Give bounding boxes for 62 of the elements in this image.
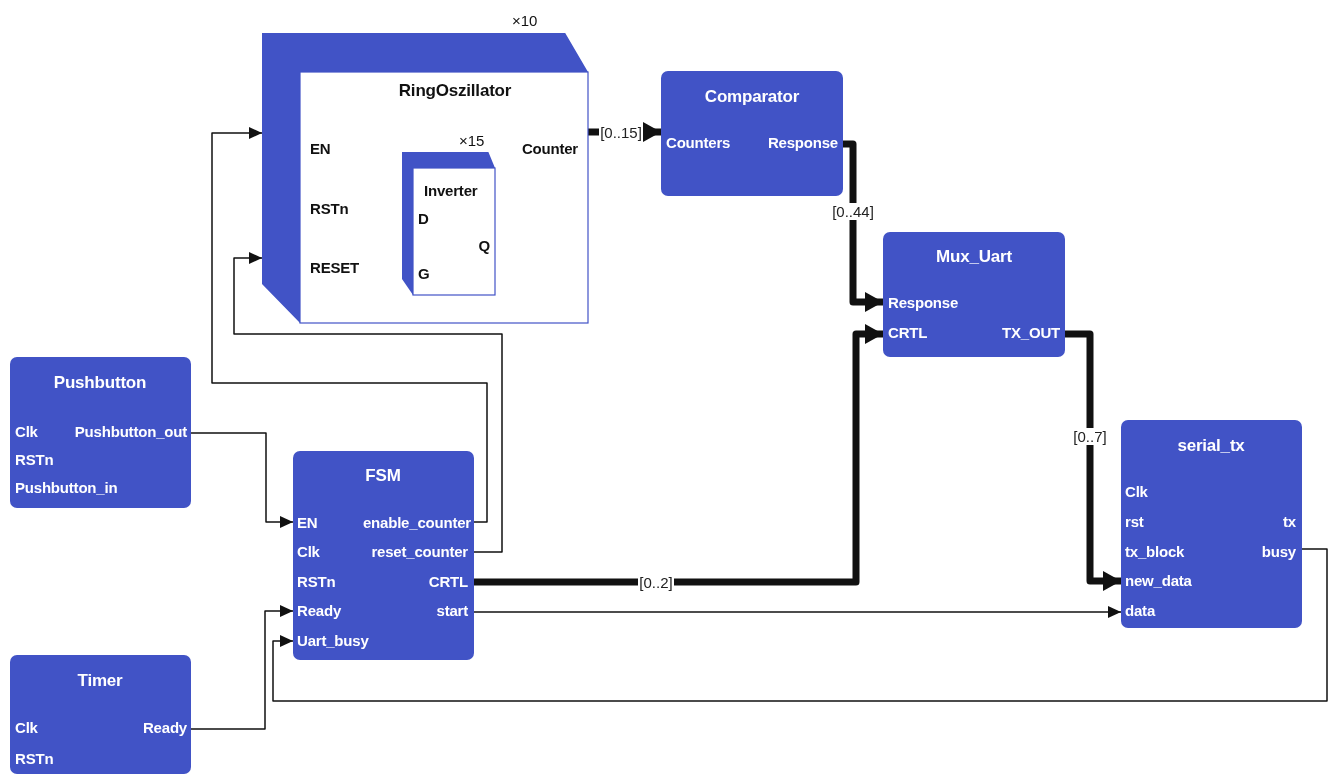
arrow bbox=[190, 432, 294, 528]
port-label: data bbox=[1125, 602, 1156, 620]
port-label: Uart_busy bbox=[297, 632, 369, 650]
port-label: Inverter bbox=[424, 182, 478, 200]
port-label: reset_counter bbox=[371, 543, 468, 561]
port-label: Counters bbox=[666, 134, 731, 152]
module-name: serial_tx bbox=[1177, 437, 1245, 455]
bus-arrow bbox=[1065, 330, 1121, 591]
port-label: G bbox=[418, 265, 430, 283]
port-label: RESET bbox=[310, 259, 359, 277]
bus-arrow bbox=[843, 140, 883, 312]
module-box bbox=[1121, 420, 1302, 628]
port-label: Response bbox=[767, 134, 838, 152]
port-label: CRTL bbox=[888, 324, 928, 342]
port-label: rst bbox=[1125, 513, 1144, 531]
port-label: D bbox=[418, 210, 429, 228]
port-label: Clk bbox=[1125, 483, 1148, 501]
multiplicity-label: ×10 bbox=[512, 12, 538, 30]
port-label: RSTn bbox=[310, 200, 349, 218]
port-label: tx bbox=[1283, 513, 1296, 531]
port-label: RSTn bbox=[15, 451, 54, 469]
port-label: RSTn bbox=[297, 573, 336, 591]
module-name: Pushbutton bbox=[53, 374, 147, 392]
module-box bbox=[293, 451, 474, 660]
bus-arrow bbox=[474, 324, 883, 586]
module-name: FSM bbox=[365, 467, 401, 485]
port-label: enable_counter bbox=[362, 514, 471, 532]
port-label: EN bbox=[310, 140, 331, 158]
module-name: Timer bbox=[77, 672, 123, 690]
port-label: Counter bbox=[521, 140, 578, 158]
module-box bbox=[661, 71, 843, 196]
multiplicity-label: ×15 bbox=[459, 132, 485, 150]
port-label: new_data bbox=[1125, 572, 1192, 590]
port-label: EN bbox=[297, 514, 318, 532]
port-label: Response bbox=[888, 294, 959, 312]
arrow bbox=[211, 127, 488, 523]
port-label: Ready bbox=[142, 719, 187, 737]
arrow bbox=[272, 548, 1328, 702]
module-name: Comparator bbox=[704, 88, 800, 106]
module-name: Mux_Uart bbox=[936, 248, 1012, 266]
port-label: start bbox=[436, 602, 468, 620]
edge-label: [0..7] bbox=[1072, 427, 1108, 445]
port-label: Pushbutton_in bbox=[15, 479, 118, 497]
port-label: CRTL bbox=[428, 573, 468, 591]
port-label: Q bbox=[478, 237, 490, 255]
arrow bbox=[233, 252, 503, 553]
port-label: busy bbox=[1261, 543, 1296, 561]
port-label: Ready bbox=[297, 602, 342, 620]
port-label: Pushbutton_out bbox=[74, 423, 187, 441]
port-label: Clk bbox=[15, 719, 38, 737]
port-label: Clk bbox=[297, 543, 320, 561]
module-name: RingOszillator bbox=[398, 82, 512, 100]
module-box bbox=[883, 232, 1065, 357]
port-label: TX_OUT bbox=[1002, 324, 1060, 342]
arrow bbox=[473, 606, 1122, 618]
edge-label: [0..44] bbox=[831, 202, 875, 220]
port-label: Clk bbox=[15, 423, 38, 441]
port-label: RSTn bbox=[15, 750, 54, 768]
module-box bbox=[10, 357, 191, 508]
port-label: tx_block bbox=[1125, 543, 1185, 561]
arrow bbox=[190, 605, 294, 730]
module-box bbox=[10, 655, 191, 774]
